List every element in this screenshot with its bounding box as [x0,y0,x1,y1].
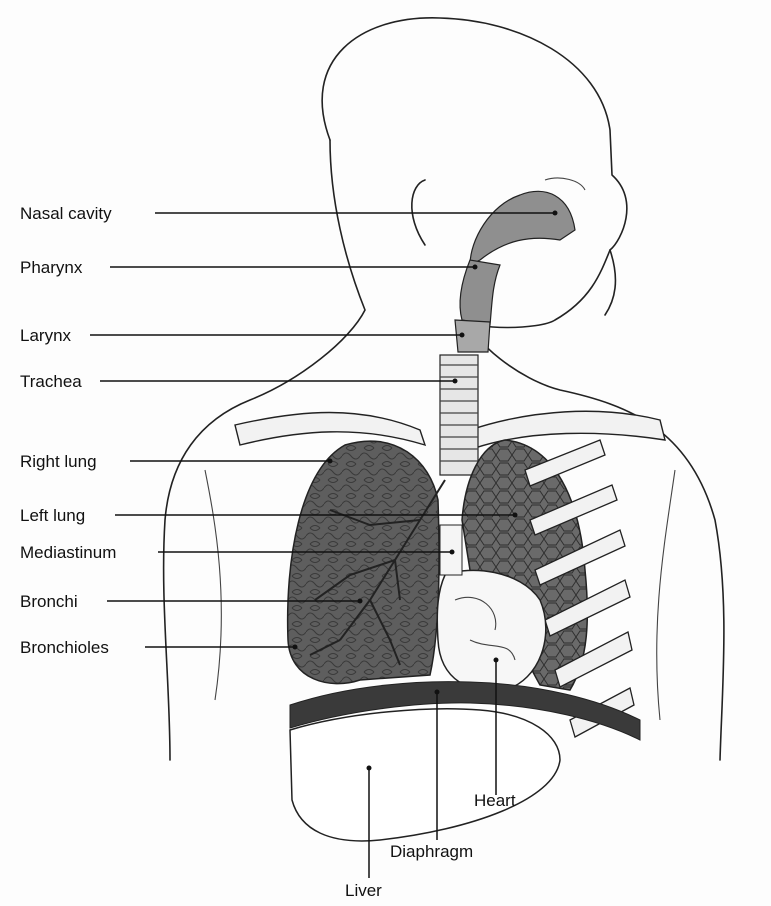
label-pharynx: Pharynx [20,258,83,277]
label-bronchi: Bronchi [20,592,78,611]
liver [290,709,560,841]
right-lung [288,441,439,684]
label-right-lung: Right lung [20,452,97,471]
label-bronchioles: Bronchioles [20,638,109,657]
heart [437,570,546,691]
label-mediastinum: Mediastinum [20,543,116,562]
label-larynx: Larynx [20,326,72,345]
label-nasal-cavity: Nasal cavity [20,204,112,223]
label-heart: Heart [474,791,516,810]
label-diaphragm: Diaphragm [390,842,473,861]
label-left-lung: Left lung [20,506,85,525]
label-trachea: Trachea [20,372,82,391]
label-liver: Liver [345,881,382,900]
